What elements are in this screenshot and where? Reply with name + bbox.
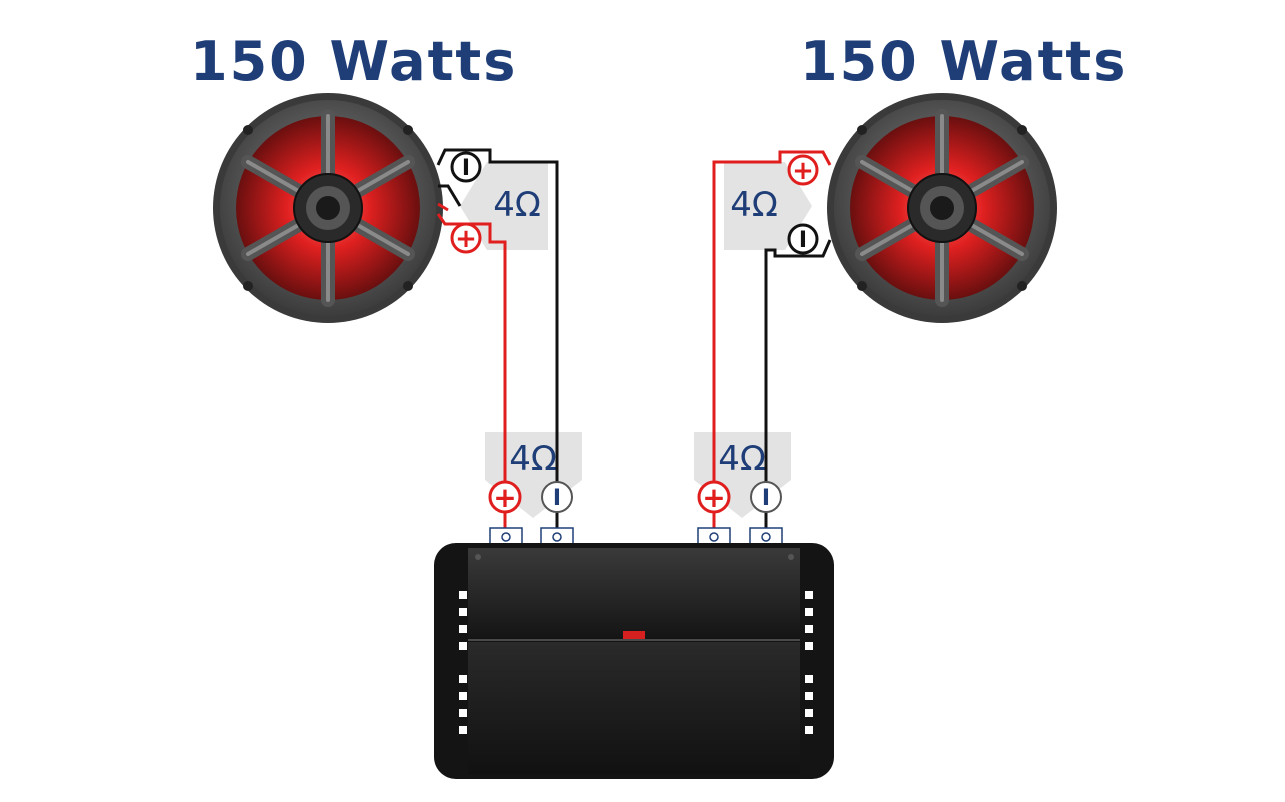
left-speaker-ohm-tag (460, 162, 548, 250)
right-speaker-positive-symbol: + (792, 156, 814, 186)
right-speaker-ohm-tag (724, 162, 812, 250)
right-speaker (827, 93, 1057, 323)
left-speaker-positive-terminal-icon (450, 222, 482, 254)
right-speaker-negative-wire (764, 239, 832, 430)
left-speaker-positive-wire (436, 213, 507, 430)
right-speaker-negative-terminal-icon (787, 223, 819, 255)
left-speaker-negative-wire (436, 148, 559, 430)
amp-channel-right: 4Ω + I (694, 430, 791, 530)
amp-channel-right-impedance: 4Ω (718, 439, 766, 479)
amp-power-led (623, 631, 645, 639)
amp-channel-right-positive-icon (697, 480, 731, 514)
right-speaker-positive-wire (712, 150, 832, 430)
left-speaker-negative-symbol: I (462, 156, 470, 181)
amp-terminals (489, 527, 783, 545)
left-speaker-negative-terminal-icon (450, 151, 482, 183)
left-speaker-wattage: 150 Watts (190, 30, 518, 93)
amp-channel-right-negative-symbol: I (762, 486, 770, 511)
left-speaker-impedance: 4Ω (493, 185, 541, 225)
amp-channel-left-impedance: 4Ω (509, 439, 557, 479)
left-speaker-positive-symbol: + (455, 224, 477, 254)
left-speaker (213, 93, 443, 323)
amp-right-vents (805, 591, 813, 734)
amp-channel-left: 4Ω + I (485, 430, 582, 530)
amp-left-vents (459, 591, 467, 734)
amp-channel-left-positive-symbol: + (493, 481, 516, 514)
amp-channel-right-negative-icon (750, 481, 782, 513)
left-speaker-wiring: 4Ω I + (436, 148, 559, 430)
right-speaker-wiring: 4Ω + I (712, 150, 832, 430)
amp-channel-left-negative-icon (541, 481, 573, 513)
right-speaker-impedance: 4Ω (730, 185, 778, 225)
right-speaker-negative-symbol: I (799, 228, 807, 253)
amplifier (434, 543, 834, 779)
amp-channel-left-negative-symbol: I (553, 486, 561, 511)
right-speaker-positive-terminal-icon (787, 154, 819, 186)
amp-channel-right-positive-symbol: + (702, 481, 725, 514)
amp-channel-left-positive-icon (488, 480, 522, 514)
right-speaker-wattage: 150 Watts (800, 30, 1128, 93)
